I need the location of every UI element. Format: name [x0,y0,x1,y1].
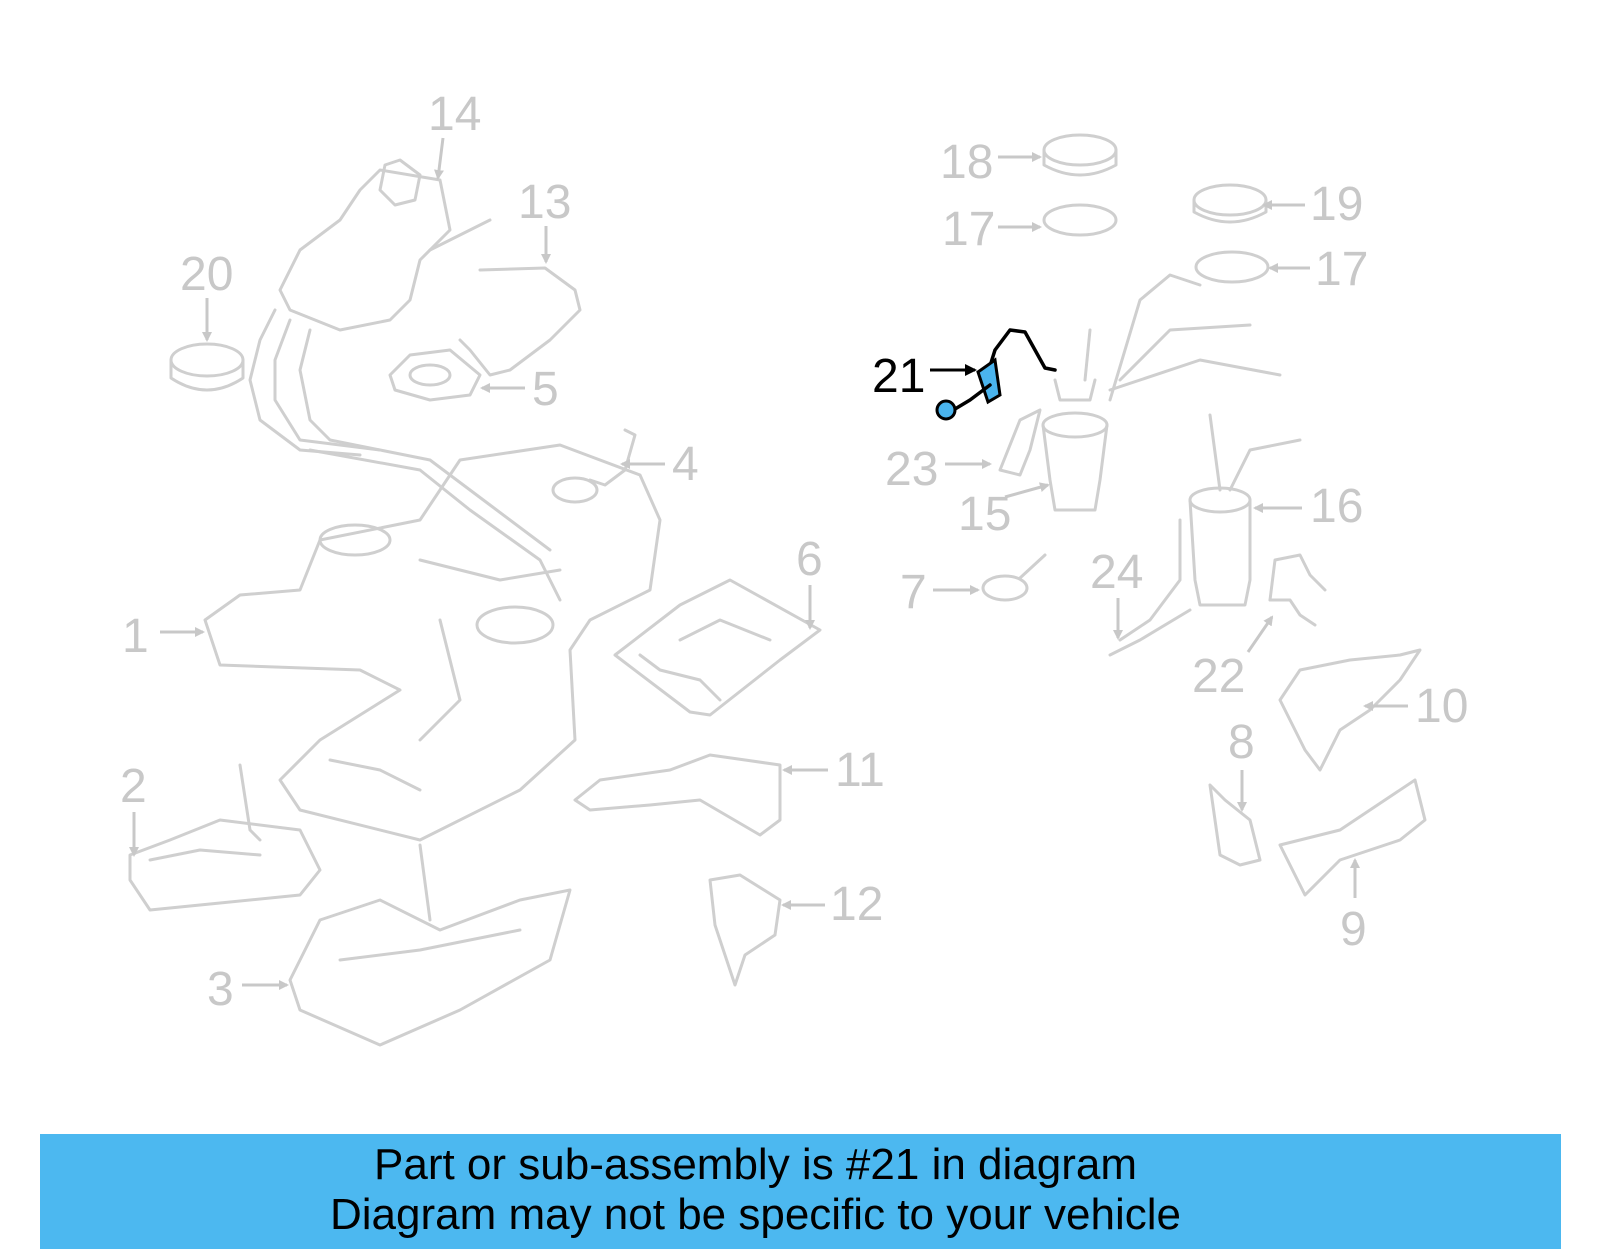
part-7-valve [981,553,1047,602]
callout-17-upper: 17 [942,203,995,256]
parts-diagram: 14 13 20 5 4 6 1 2 3 11 12 18 17 19 17 2… [120,88,1468,1047]
part-24-line [1108,608,1192,657]
callout-17-lower: 17 [1315,243,1368,296]
callout-3: 3 [207,963,234,1016]
callout-13: 13 [518,176,571,229]
callout-4: 4 [672,438,699,491]
callout-24: 24 [1090,546,1143,599]
part-17-seal-lower [1194,250,1270,284]
part-2-shield [128,763,322,912]
part-5-bracket [388,348,482,402]
part-12-guard [708,873,782,987]
part-14-filler-neck [248,158,492,457]
callout-14: 14 [428,88,481,141]
banner-line-2: Diagram may not be specific to your vehi… [329,1190,1182,1239]
callout-11: 11 [835,744,885,797]
info-banner: Part or sub-assembly is #21 in diagram D… [40,1134,1561,1249]
part-10-shield [1278,648,1422,772]
part-8-bracket [1208,783,1262,867]
callout-10: 10 [1415,680,1468,733]
callout-21-active[interactable]: 21 [872,350,925,403]
part-13-vent-hose [458,266,582,377]
part-20-lock-ring [169,342,245,392]
callout-12: 12 [830,878,883,931]
part-16-sender-unit [1118,413,1302,642]
callout-20: 20 [180,248,233,301]
callout-15: 15 [958,488,1011,541]
part-11-shield [573,753,782,837]
part-1-fuel-tank [203,438,662,842]
callout-5: 5 [532,363,559,416]
part-6-heat-shield [613,578,822,717]
part-4-strap [588,428,637,487]
part-15-fuel-pump [1041,273,1282,512]
part-19-cover [1192,183,1268,224]
callout-22: 22 [1192,650,1245,703]
callout-9: 9 [1340,903,1367,956]
callout-18: 18 [940,136,993,189]
part-22-harness [1268,553,1327,627]
part-23-bracket [998,408,1042,477]
callout-16: 16 [1310,480,1363,533]
callout-1: 1 [122,610,149,663]
part-9-rail [1278,778,1427,897]
callout-23: 23 [885,443,938,496]
part-21-highlighted [935,328,1057,421]
part-3-under-shield [288,843,572,1047]
callout-6: 6 [796,533,823,586]
banner-line-1: Part or sub-assembly is #21 in diagram [374,1140,1137,1189]
callout-8: 8 [1228,716,1255,769]
callout-19: 19 [1310,178,1363,231]
callout-2: 2 [120,760,147,813]
callout-7: 7 [900,566,927,619]
part-17-seal-upper [1042,203,1118,237]
part-18-cover [1042,133,1118,177]
